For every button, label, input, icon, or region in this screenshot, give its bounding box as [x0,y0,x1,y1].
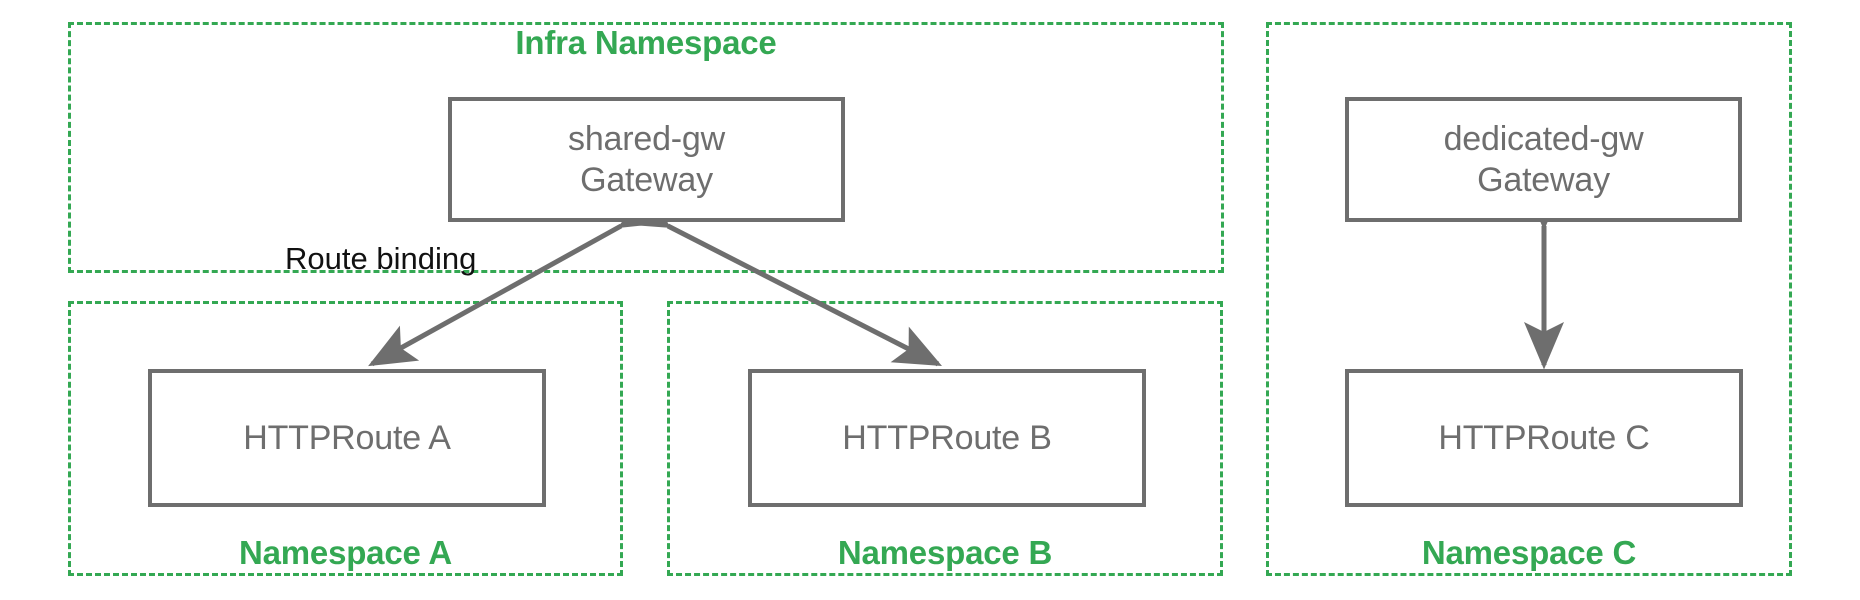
resource-label-dedicated-gw-gateway: dedicated-gw Gateway [1443,120,1644,199]
resource-box-httproute-c[interactable]: HTTPRoute C [1345,369,1743,507]
resource-box-httproute-b[interactable]: HTTPRoute B [748,369,1146,507]
resource-label-httproute-b: HTTPRoute B [842,418,1052,457]
resource-label-httproute-c: HTTPRoute C [1438,418,1650,457]
namespace-label-infra: Infra Namespace [515,24,777,61]
namespace-label-c: Namespace C [1421,534,1637,571]
namespace-container-a [68,301,623,576]
edge-label-route-binding: Route binding [285,241,477,276]
resource-box-shared-gw-gateway[interactable]: shared-gw Gateway [448,97,845,222]
resource-label-httproute-a: HTTPRoute A [243,418,451,457]
resource-label-shared-gw-gateway: shared-gw Gateway [568,120,725,199]
resource-box-httproute-a[interactable]: HTTPRoute A [148,369,546,507]
namespace-label-b: Namespace B [837,534,1053,571]
resource-box-dedicated-gw-gateway[interactable]: dedicated-gw Gateway [1345,97,1742,222]
namespace-label-a: Namespace A [238,534,453,571]
namespace-container-c [1266,22,1792,576]
namespace-container-b [667,301,1223,576]
